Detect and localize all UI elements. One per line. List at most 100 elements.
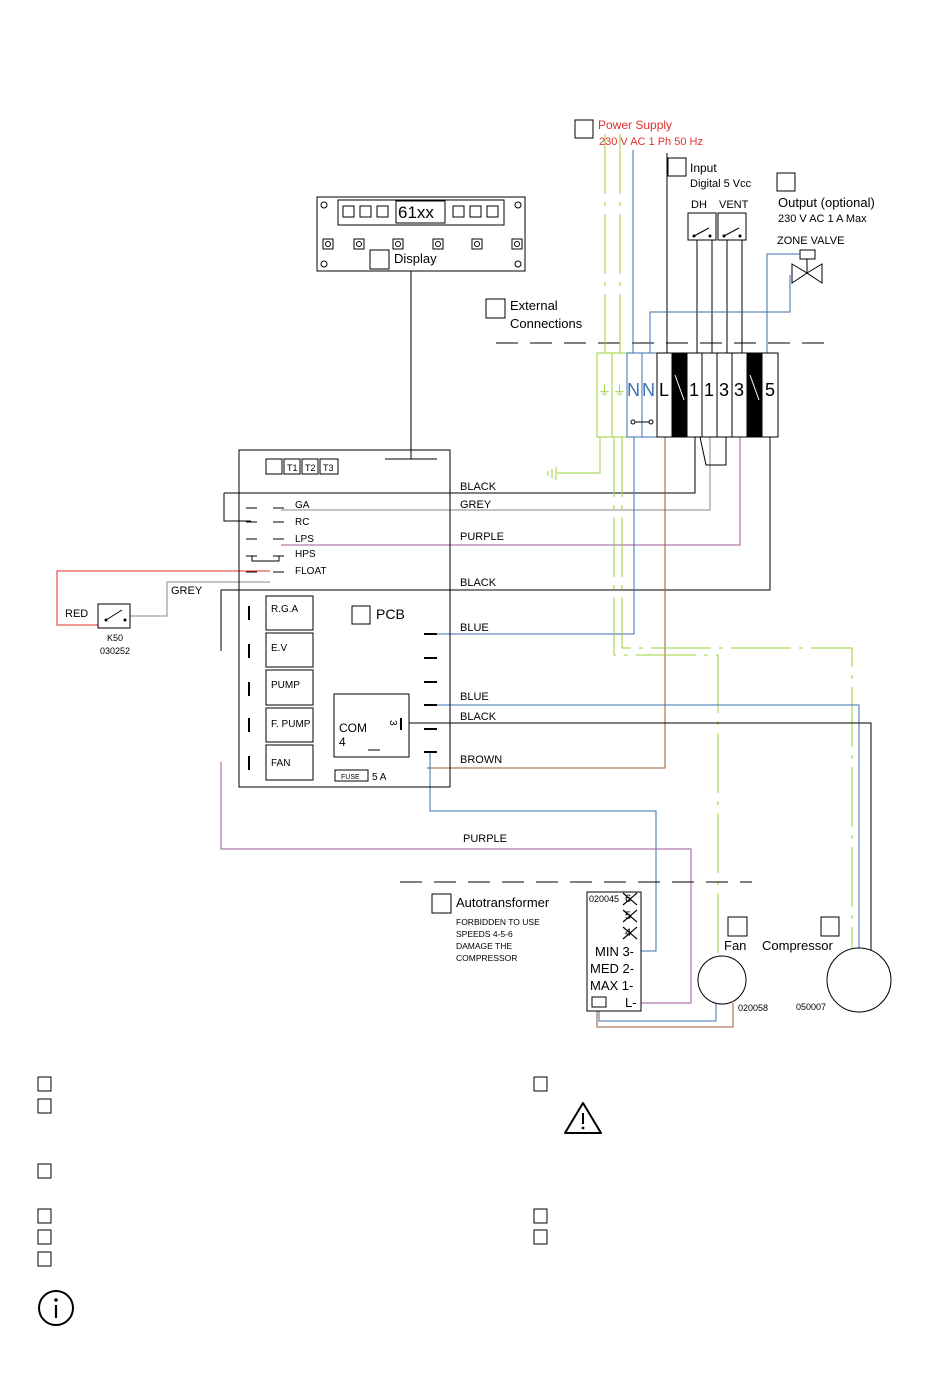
external-connections-line1: External [510,298,558,313]
fan-label: Fan [724,938,746,953]
display-button-icon [322,238,334,250]
fan-checkbox[interactable] [727,916,748,937]
wire-label: PURPLE [460,531,504,543]
checklist-checkbox[interactable] [37,1229,52,1245]
display-button-icon [511,238,523,250]
fan-code: 020058 [738,1003,768,1013]
wire-label: BLACK [460,481,497,493]
pcb-input-label: RC [295,517,309,528]
input-spec: Digital 5 Vcc [690,178,752,190]
checklist-checkbox[interactable] [533,1208,548,1224]
strike-x-icon [622,892,638,940]
zone-valve-icon [791,249,823,284]
display-button-icon [353,238,365,250]
sensor-wire-red: RED [65,608,88,620]
warning-triangle-icon [564,1102,602,1134]
tap-struck: 4 [625,927,631,939]
relay-label: R.G.A [271,604,299,615]
compressor-checkbox[interactable] [820,916,840,937]
display-buttons [322,238,523,250]
checklist-checkbox[interactable] [37,1251,52,1267]
terminal-label: L [659,380,669,400]
fuse-rating: 5 A [372,772,387,783]
wire-label: BLUE [460,622,489,634]
display-panel [316,196,526,272]
pcb-checkbox[interactable] [351,605,371,625]
switch-vent-icon [717,212,747,241]
fuse-box [334,769,369,782]
autotransformer-checkbox[interactable] [431,893,452,914]
autotransformer-note: DAMAGE THE [456,941,512,951]
pcb-input-contacts [246,507,284,573]
wire-label: BROWN [460,754,502,766]
power-supply-checkbox[interactable] [574,119,594,139]
fan-motor-icon [697,955,747,1005]
display-checkbox[interactable] [369,249,390,270]
wire-label: BLACK [460,577,497,589]
checklist-checkbox[interactable] [37,1076,52,1092]
terminal-label: 1 [689,380,699,400]
tap-label: MAX 1- [590,978,633,993]
pcb-tag: T2 [305,463,316,473]
autotransformer-title: Autotransformer [456,895,550,910]
pcb-input-label: HPS [295,549,316,560]
display-readout: 61xx [398,203,434,222]
pcb-input-label: FLOAT [295,566,326,577]
pcb-tag: T1 [287,463,298,473]
checklist-checkbox[interactable] [533,1076,548,1092]
pcb-tag: T3 [323,463,334,473]
wires [56,134,872,1028]
sensor-ref: 030252 [100,646,130,656]
com-block [333,693,410,758]
checklist-checkbox[interactable] [37,1208,52,1224]
compressor-motor-icon [826,947,892,1013]
ground-icon [547,467,557,480]
terminal-label: N [642,380,655,400]
sensor-code: K50 [107,633,123,643]
output-spec: 230 V AC 1 A Max [778,213,867,225]
pcb-relays [248,595,437,781]
pcb-label: PCB [376,606,405,622]
external-connections-line2: Connections [510,316,583,331]
output-checkbox[interactable] [776,172,796,192]
relay-label: PUMP [271,680,300,691]
display-button-icon [432,238,444,250]
power-supply-spec: 230 V AC 1 Ph 50 Hz [599,136,703,148]
fuse-label: FUSE [341,774,360,781]
relay-label: F. PUMP [271,719,311,730]
switch-vent-label: VENT [719,199,749,211]
info-icon [38,1290,74,1326]
autotransformer-box [586,891,642,1012]
compressor-code: 050007 [796,1002,826,1012]
wire-label: PURPLE [463,833,507,845]
switch-dh-icon [687,212,717,241]
zone-valve-label: ZONE VALVE [777,235,844,247]
tap-label: L- [625,995,637,1010]
checklist-checkbox[interactable] [37,1163,52,1179]
input-checkbox[interactable] [667,157,687,177]
checklist-checkbox[interactable] [533,1229,548,1245]
com-side-number: 3 [387,720,398,726]
autotransformer-code: 020045 [589,894,619,904]
tap-struck: 6 [625,893,631,905]
relay-label: E.V [271,643,287,654]
checklist-checkbox[interactable] [37,1098,52,1114]
terminal-label: 3 [734,380,744,400]
com-number: 4 [339,735,346,749]
relay-label: FAN [271,758,290,769]
external-connections-checkbox[interactable] [485,298,506,319]
display-button-icon [471,238,483,250]
pcb-input-label: LPS [295,534,314,545]
pcb-input-label: GA [295,500,310,511]
wire-label: BLACK [460,711,497,723]
switch-dh-label: DH [691,199,707,211]
input-title: Input [690,161,717,175]
terminal-label: 3 [719,380,729,400]
autotransformer-note: COMPRESSOR [456,953,517,963]
display-button-icon [392,238,404,250]
terminal-block [596,352,779,466]
display-label: Display [394,251,437,266]
tap-label: MED 2- [590,961,634,976]
wire-label: BLUE [460,691,489,703]
